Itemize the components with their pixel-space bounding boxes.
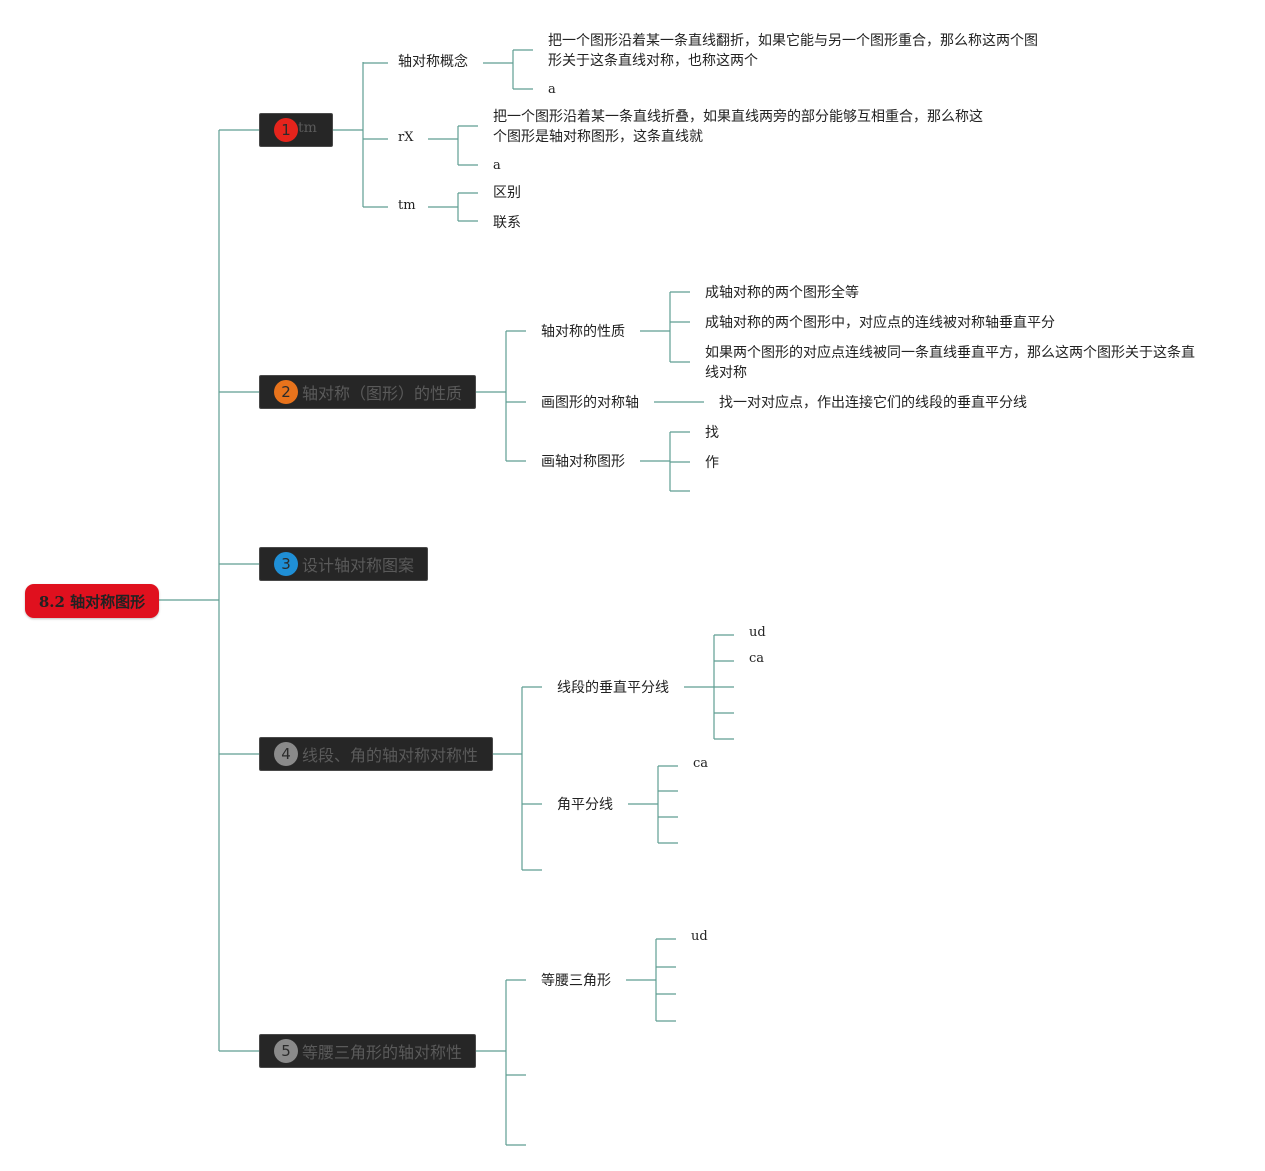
subtopic-label[interactable]: 等腰三角形 (541, 973, 611, 989)
leaf-text[interactable]: ca (693, 756, 709, 771)
topic-label: 轴对称（图形）的性质 (302, 384, 463, 403)
leaf-text[interactable]: 作 (705, 455, 719, 471)
subtopic-label[interactable]: 轴对称概念 (398, 54, 468, 70)
leaf-text[interactable]: 成轴对称的两个图形全等 (705, 285, 859, 301)
topic-label: 等腰三角形的轴对称性 (302, 1043, 463, 1062)
leaf-text[interactable]: ca (749, 651, 765, 666)
topic-label: 线段、角的轴对称对称性 (302, 746, 479, 765)
subtopic-label[interactable]: 线段的垂直平分线 (557, 680, 669, 696)
topic-number-badge: 1 (274, 118, 298, 142)
leaf-text[interactable]: ud (691, 929, 708, 944)
leaf-text[interactable]: a (548, 82, 556, 97)
leaf-text[interactable]: 如果两个图形的对应点连线被同一条直线垂直平方，那么这两个图形关于这条直线对称 (705, 345, 1195, 381)
leaf-text[interactable]: 把一个图形沿着某一条直线翻折，如果它能与另一个图形重合，那么称这两个图形关于这条… (548, 33, 1038, 69)
subtopic-label[interactable]: tm (398, 198, 416, 213)
subtopic-label[interactable]: 轴对称的性质 (541, 324, 625, 340)
leaf-text[interactable]: 区别 (493, 185, 521, 201)
topic-label: tm (298, 120, 317, 136)
leaf-text[interactable]: ud (749, 625, 766, 640)
topic-number-badge: 3 (274, 552, 298, 576)
leaf-text[interactable]: 把一个图形沿着某一条直线折叠，如果直线两旁的部分能够互相重合，那么称这个图形是轴… (493, 109, 983, 145)
leaf-text[interactable]: 找一对对应点，作出连接它们的线段的垂直平分线 (719, 395, 1027, 411)
leaf-text[interactable]: a (493, 158, 501, 173)
leaf-text[interactable]: 联系 (493, 215, 521, 231)
subtopic-label[interactable]: 画轴对称图形 (541, 454, 625, 470)
leaf-text[interactable]: 成轴对称的两个图形中，对应点的连线被对称轴垂直平分 (705, 315, 1055, 331)
root-node[interactable]: 8.2 轴对称图形 (25, 584, 159, 618)
leaf-text[interactable]: 找 (705, 425, 719, 441)
subtopic-label[interactable]: 角平分线 (557, 797, 613, 813)
topic-number-badge: 2 (274, 380, 298, 404)
subtopic-label[interactable]: 画图形的对称轴 (541, 395, 639, 411)
topic-number-badge: 5 (274, 1039, 298, 1063)
topic-label: 设计轴对称图案 (302, 556, 415, 575)
topic-number-badge: 4 (274, 742, 298, 766)
subtopic-label[interactable]: rX (398, 130, 414, 145)
root-label: 8.2 轴对称图形 (38, 592, 146, 611)
